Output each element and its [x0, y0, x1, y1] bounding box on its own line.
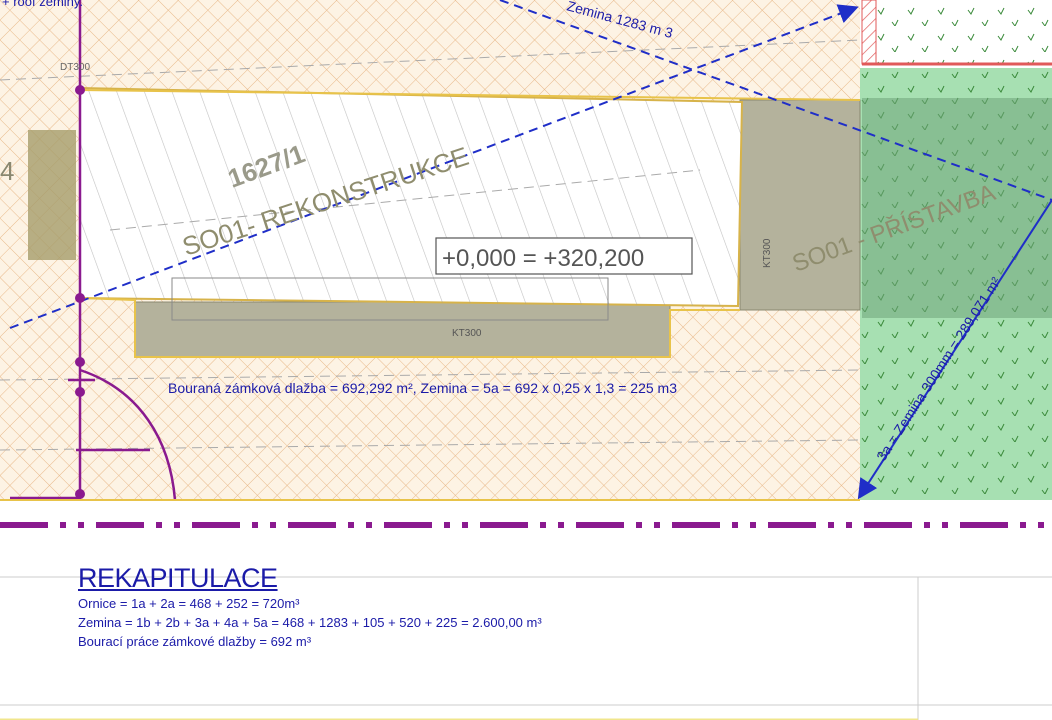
extension-building — [862, 98, 1052, 318]
elevation-box — [435, 237, 693, 275]
kt-label-side: KT300 — [762, 238, 773, 268]
diagonal-arrow — [857, 199, 1052, 500]
recap-line-3: Bourací práce zámkové dlažby = 692 m³ — [78, 634, 312, 649]
elevation-sub-frame — [171, 277, 609, 321]
kt-label-bottom: KT300 — [452, 328, 482, 339]
existing-building-bottom — [134, 301, 671, 358]
demolition-note: Bouraná zámková dlažba = 692,292 m², Zem… — [168, 380, 677, 396]
right-white-zone-marks — [876, 0, 1052, 64]
recap-line-2: Zemina = 1b + 2b + 3a + 4a + 5a = 468 + … — [78, 615, 542, 630]
recap-block: REKAPITULACE Ornice = 1a + 2a = 468 + 25… — [78, 562, 898, 651]
top-dashed-arrow — [9, 4, 859, 329]
top-note: + roof zeminy. — [2, 0, 83, 9]
elevation-label: +0,000 = +320,200 — [442, 245, 644, 272]
construction-lines — [0, 39, 861, 451]
site-boundary-top — [79, 89, 861, 101]
recap-line-1: Ornice = 1a + 2a = 468 + 252 = 720m³ — [78, 596, 300, 611]
recap-title: REKAPITULACE — [78, 563, 278, 593]
existing-building-right — [739, 99, 861, 311]
building-outline — [79, 297, 740, 358]
dt-label: DT300 — [60, 62, 90, 73]
purple-nodes — [75, 85, 85, 499]
red-boundary-hatch — [861, 0, 877, 65]
wall-block-left — [28, 130, 76, 260]
wall-fragment-label: 4 — [0, 156, 14, 186]
purple-utility — [10, 0, 177, 501]
upper-dashed-line — [499, 0, 1052, 201]
